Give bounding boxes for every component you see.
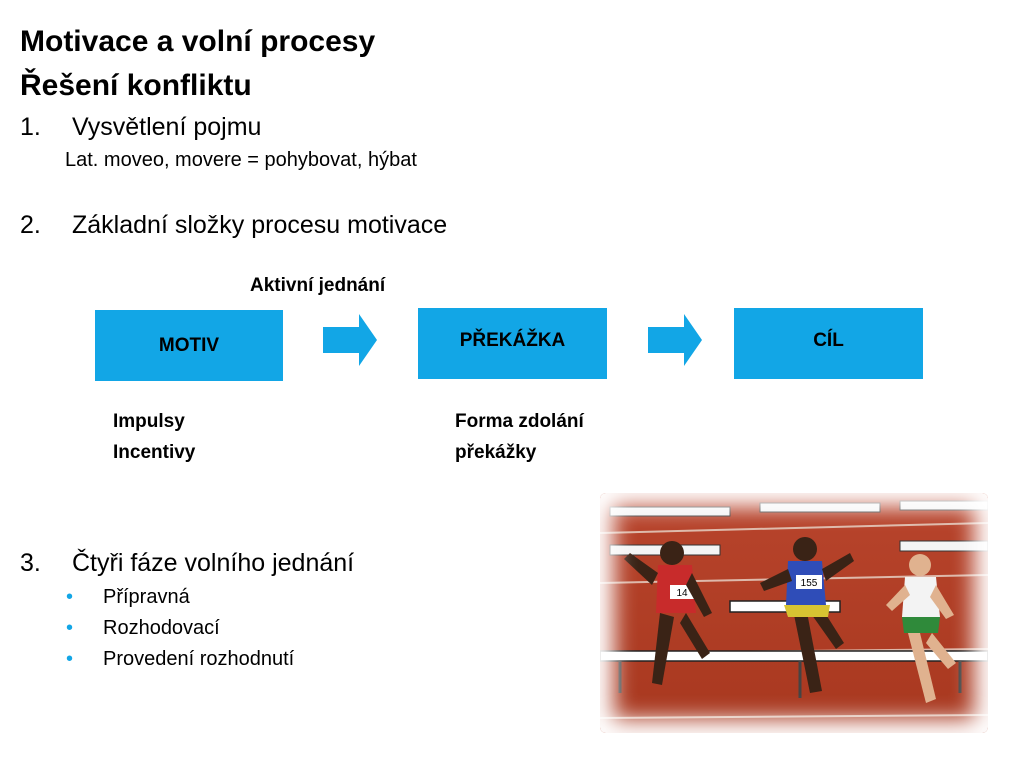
- bib-number-1: 14: [676, 588, 688, 599]
- hurdles-illustration: 14 155: [600, 493, 988, 733]
- bullet-item-3: Provedení rozhodnutí: [103, 648, 295, 670]
- arrow-right-icon: [648, 314, 702, 366]
- section-1-label: Vysvětlení pojmu: [72, 113, 262, 141]
- box-motiv-label: MOTIV: [158, 334, 220, 356]
- runner-2: 155: [760, 537, 854, 693]
- arrow-right-icon: [323, 314, 377, 366]
- runner-3: [886, 554, 956, 703]
- motiv-note-2: Incentivy: [113, 442, 196, 463]
- slide-title: Motivace a volní procesy: [20, 25, 376, 58]
- motiv-note-1: Impulsy: [113, 411, 185, 432]
- prekazka-note-1: Forma zdolání: [455, 411, 584, 432]
- box-prekazka-label: PŘEKÁŽKA: [459, 330, 566, 351]
- box-prekazka: PŘEKÁŽKA: [418, 308, 607, 379]
- box-motiv: MOTIV: [95, 310, 283, 381]
- box-cil-label: CÍL: [813, 330, 844, 351]
- prekazka-note-2: překážky: [455, 442, 537, 463]
- hurdles-photo: 14 155: [600, 493, 988, 733]
- section-3-label: Čtyři fáze volního jednání: [72, 549, 355, 577]
- section-2-label: Základní složky procesu motivace: [72, 211, 448, 239]
- box-cil: CÍL: [734, 308, 923, 379]
- bullet-icon: •: [66, 648, 74, 670]
- section-1-number: 1.: [20, 113, 41, 141]
- section-1-detail: Lat. moveo, movere = pohybovat, hýbat: [65, 149, 417, 171]
- section-3-number: 3.: [20, 549, 41, 577]
- bullet-item-2: Rozhodovací: [103, 617, 220, 639]
- bullet-item-1: Přípravná: [103, 586, 190, 608]
- bullet-icon: •: [66, 586, 74, 608]
- bib-number-2: 155: [801, 578, 818, 589]
- slide-subtitle: Řešení konfliktu: [20, 69, 252, 102]
- runner-1: 14: [624, 541, 712, 685]
- section-2-number: 2.: [20, 211, 41, 239]
- bullet-icon: •: [66, 617, 74, 639]
- diagram-top-label: Aktivní jednání: [250, 275, 386, 296]
